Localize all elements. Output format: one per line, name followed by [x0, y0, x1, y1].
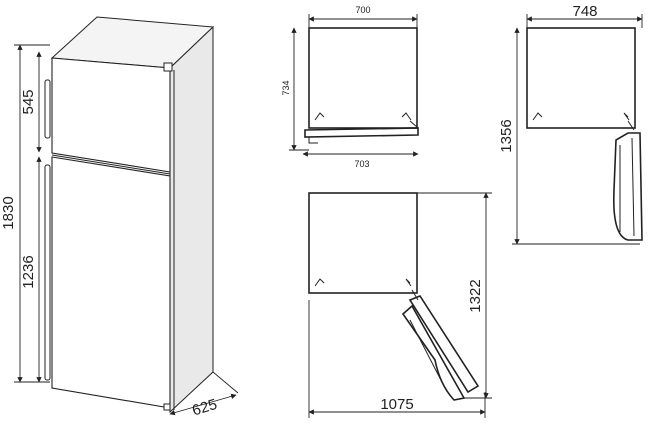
fridge-isometric-view: [44, 16, 215, 414]
open-view-body: [308, 192, 418, 294]
fridge-handle: [44, 164, 51, 381]
label-open-width: 1075: [380, 396, 413, 413]
fridge-door: [51, 156, 171, 409]
label-depth: 625: [190, 396, 219, 420]
label-open-depth: 1322: [467, 279, 484, 312]
dim-freezer-height: 545: [20, 51, 42, 153]
top-view-body: [308, 27, 418, 129]
side-view-door: [612, 132, 643, 241]
top-view-closed: 700 734 703: [281, 5, 419, 169]
label-top-depth: 734: [281, 80, 291, 95]
top-view-open-wide: 1075 1322: [308, 192, 492, 418]
fridge-side-face: [169, 25, 214, 414]
dim-depth: 625: [169, 371, 239, 420]
bottom-hinge: [163, 403, 171, 411]
open-view-door-inner: [401, 304, 466, 401]
label-freezer-height: 545: [20, 89, 37, 114]
label-fridge-height: 1236: [20, 255, 37, 288]
freezer-handle: [44, 79, 51, 139]
label-side-width: 748: [572, 3, 597, 20]
label-top-width: 700: [355, 5, 370, 15]
top-view-open-90: 748 1356: [498, 3, 643, 245]
top-view-door: [304, 127, 419, 138]
dim-fridge-height: 1236: [20, 156, 42, 383]
label-top-width-open: 703: [354, 159, 369, 169]
dim-total-height: 1830: [0, 44, 50, 383]
side-view-body: [526, 27, 636, 129]
label-total-height: 1830: [0, 196, 17, 229]
freezer-door: [51, 57, 171, 173]
label-side-depth: 1356: [498, 119, 515, 152]
top-hinge: [163, 62, 173, 72]
